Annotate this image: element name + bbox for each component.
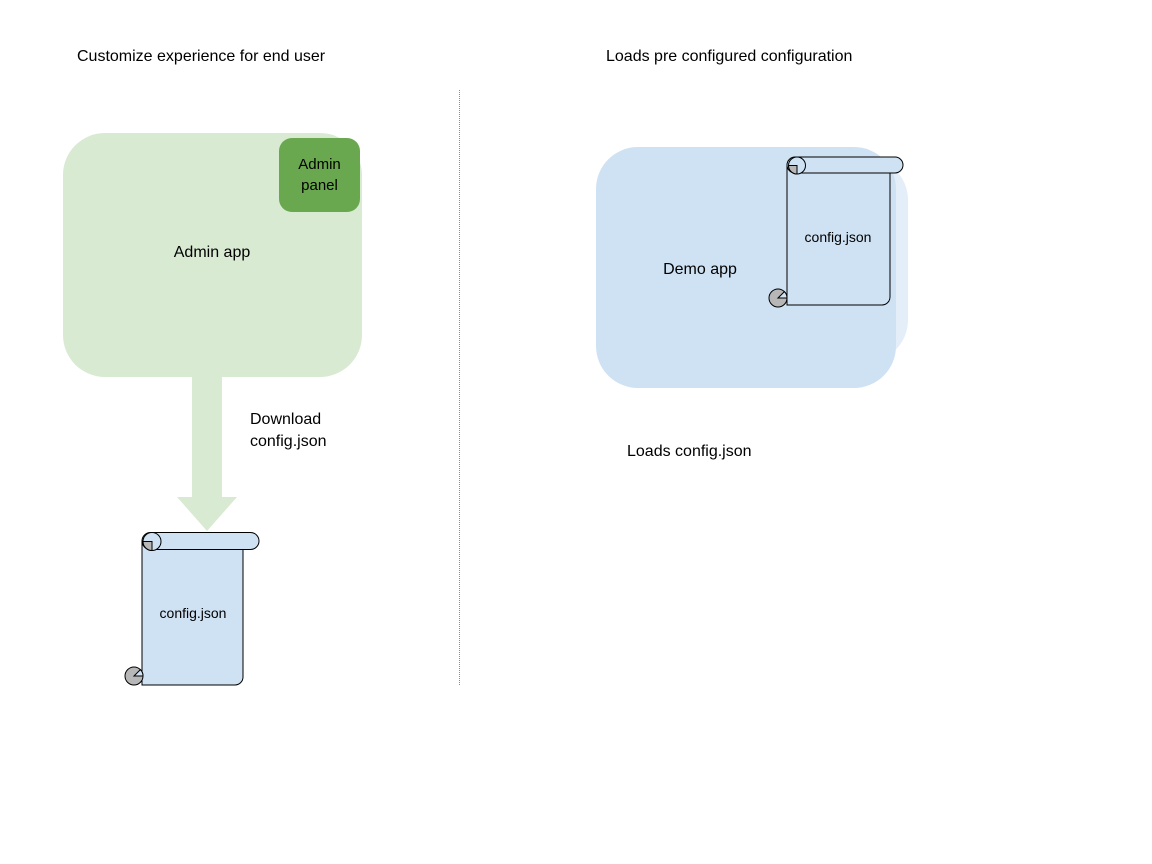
loads-caption: Loads config.json — [627, 443, 752, 460]
download-arrow-shape — [177, 374, 237, 531]
config-scroll-right-label: config.json — [804, 229, 872, 245]
right-section-title: Loads pre configured configuration — [606, 48, 853, 65]
admin-panel-box: Admin panel — [279, 138, 360, 212]
demo-app-label: Demo app — [663, 261, 737, 278]
admin-app-box: Admin panel — [63, 133, 362, 377]
scroll-bottom-curl-notch — [132, 668, 144, 677]
config-scroll-left-label: config.json — [159, 605, 227, 621]
config-scroll-left — [124, 532, 260, 686]
section-divider — [459, 90, 460, 685]
scroll-top-roll — [786, 156, 904, 174]
scroll-body — [786, 164, 891, 306]
admin-app-label: Admin app — [173, 244, 251, 261]
scroll-body — [141, 540, 244, 686]
download-caption: Download config.json — [250, 411, 327, 450]
admin-panel-label: Admin panel — [298, 156, 341, 194]
left-section-title: Customize experience for end user — [77, 48, 326, 65]
scroll-top-curl-shade — [142, 541, 153, 552]
download-arrow — [177, 374, 237, 531]
config-scroll-right — [768, 156, 904, 308]
scroll-top-curl-shade — [787, 165, 798, 175]
scroll-top-roll — [141, 532, 260, 550]
scroll-bottom-curl-notch — [776, 290, 788, 299]
